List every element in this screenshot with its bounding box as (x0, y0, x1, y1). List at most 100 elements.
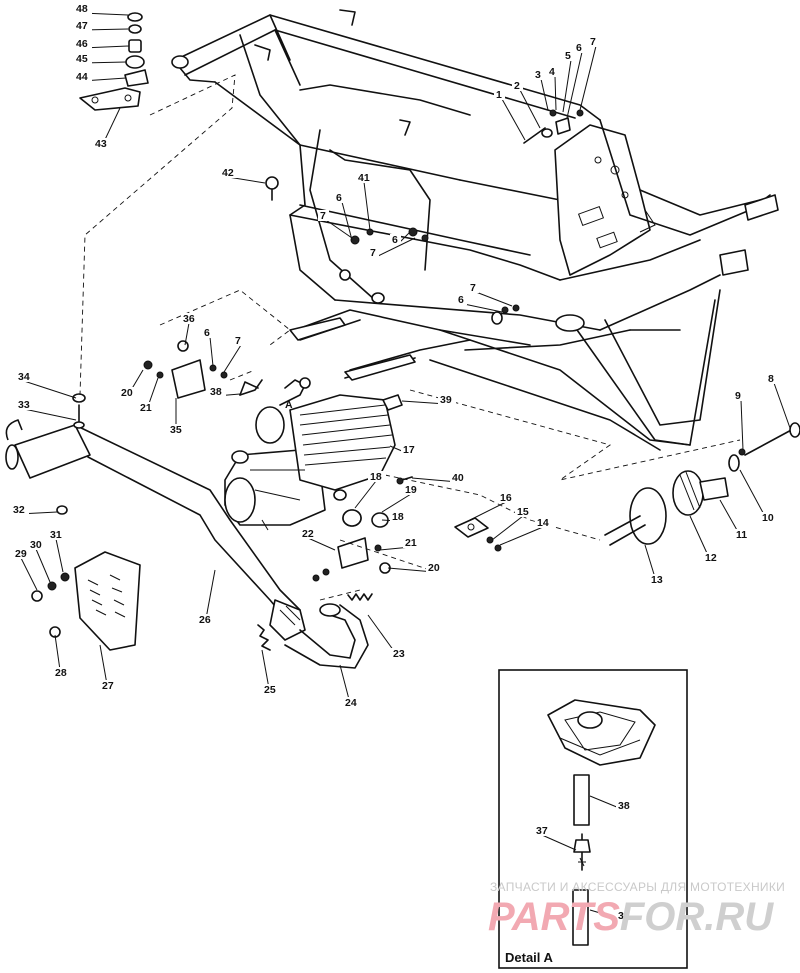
callout-number: 25 (264, 684, 276, 696)
callout-number: 23 (393, 648, 405, 660)
callout-number: 6 (458, 294, 464, 306)
callout-label-bg (734, 529, 752, 540)
callout-number: 7 (235, 335, 241, 347)
callout-number: 11 (736, 529, 747, 541)
callout-number: 21 (405, 537, 417, 549)
callout-leader (554, 75, 557, 111)
callout-label-bg (11, 504, 29, 515)
callout-leader (499, 526, 544, 546)
callout-number: 31 (50, 529, 62, 541)
callout-number: 36 (183, 313, 195, 325)
detail-a-title: Detail A (505, 950, 554, 965)
callout-number: 44 (76, 71, 88, 83)
callout-label-bg (588, 36, 599, 47)
callout-label-bg (533, 69, 544, 80)
callout-label-bg (181, 313, 199, 324)
callout-number: 7 (370, 247, 376, 259)
callout-leader (35, 548, 51, 583)
callout-label-bg (534, 825, 552, 836)
callout-label-bg (438, 394, 456, 405)
callout-number: 7 (590, 36, 596, 48)
callout-number: 24 (345, 697, 357, 709)
callout-label-bg (16, 399, 34, 410)
callout-label-bg (16, 371, 34, 382)
callout-number: 6 (336, 192, 342, 204)
callout-label-bg (390, 234, 401, 245)
callout-number: 2 (514, 80, 520, 92)
callout-label-bg (208, 386, 226, 397)
callout-number: 9 (735, 390, 741, 402)
callout-leader (307, 537, 336, 551)
callout-label-bg (168, 424, 186, 435)
callout-leader (773, 382, 791, 429)
callout-leader (363, 181, 371, 231)
callout-label-bg (74, 53, 92, 64)
callout-number: 29 (15, 548, 27, 560)
callout-label-bg (760, 512, 778, 523)
callout-number: 4 (549, 66, 555, 78)
callout-number: 6 (576, 42, 582, 54)
callout-number: 33 (18, 399, 30, 411)
callout-leader (566, 51, 583, 119)
callout-number: 7 (470, 282, 476, 294)
callout-number: 40 (452, 472, 464, 484)
callout-label-bg (74, 20, 92, 31)
callout-label-bg (494, 89, 505, 100)
callout-label-bg (343, 697, 361, 708)
callout-number: 38 (618, 910, 630, 922)
callout-number: 48 (76, 3, 88, 15)
callout-leader (184, 322, 190, 346)
callout-leader (501, 98, 526, 141)
callout-number: 38 (210, 386, 222, 398)
callout-label-bg (93, 138, 111, 149)
callout-number: 37 (536, 825, 548, 837)
callout-label-bg (48, 529, 66, 540)
callout-label-bg (616, 800, 634, 811)
callout-number: 32 (13, 504, 25, 516)
callout-leader (341, 201, 353, 241)
callout-number: 28 (55, 667, 67, 679)
callout-number: 35 (170, 424, 182, 436)
callout-label-bg (74, 71, 92, 82)
callout-leader (20, 557, 38, 591)
callout-leader (463, 303, 503, 313)
callout-label-bg (300, 528, 318, 539)
callout-number: 5 (565, 50, 571, 62)
callout-label-bg (403, 537, 421, 548)
callout-leader (740, 399, 744, 451)
callout-number: 34 (18, 371, 30, 383)
callout-label-bg (450, 472, 468, 483)
callout-number: 12 (705, 552, 717, 564)
callout-number: 21 (140, 402, 152, 414)
watermark: ЗАПЧАСТИ И АКСЕССУАРЫ ДЛЯ МОТОТЕХНИКИ PA… (488, 880, 785, 939)
callout-number: 46 (76, 38, 88, 50)
callout-number: 20 (121, 387, 133, 399)
callout-number: 13 (651, 574, 663, 586)
callout-label-bg (401, 444, 419, 455)
callout-leader (541, 834, 577, 851)
callout-number: 15 (517, 506, 529, 518)
callout-label-bg (535, 517, 553, 528)
callout-label-bg (426, 562, 444, 573)
callout-label-bg (456, 294, 467, 305)
callout-leader (562, 59, 572, 113)
callout-number: 3 (535, 69, 541, 81)
callout-number: 7 (320, 210, 326, 222)
callout-label-bg (28, 539, 46, 550)
callout-label-bg (202, 327, 213, 338)
callout-leader (23, 408, 77, 421)
callout-number: 27 (102, 680, 114, 692)
svg-text:PARTSFOR.RU: PARTSFOR.RU (488, 895, 774, 939)
frame-assembly (171, 9, 779, 451)
callout-leader (375, 237, 416, 258)
callout-leader (491, 515, 524, 541)
callout-number: 6 (204, 327, 210, 339)
callout-label-bg (334, 192, 345, 203)
callout-label-bg (74, 38, 92, 49)
callout-number: 10 (762, 512, 774, 524)
callout-label-bg (512, 80, 523, 91)
callout-leader (209, 336, 214, 367)
callout-number: 8 (768, 373, 774, 385)
callout-label-bg (733, 390, 744, 401)
